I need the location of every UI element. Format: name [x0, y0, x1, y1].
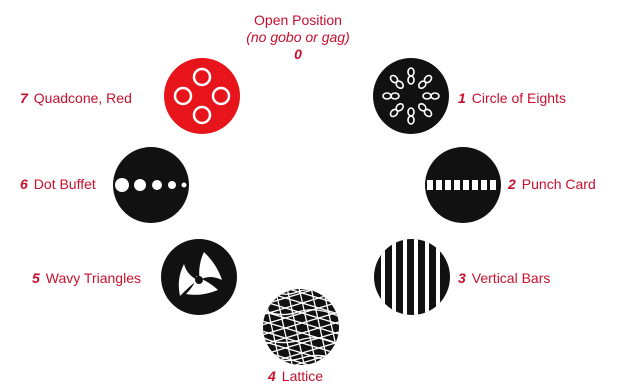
gobo-7-number: 7	[20, 90, 28, 106]
dot-buffet-gobo	[112, 146, 190, 224]
gobo-3-label: 3 Vertical Bars	[458, 270, 550, 286]
gobo-1-number: 1	[458, 90, 466, 106]
open-position-label: Open Position (no gobo or gag) 0	[238, 12, 358, 63]
open-position-number: 0	[238, 46, 358, 63]
gobo-2-label: 2 Punch Card	[508, 176, 596, 192]
gobo-3-number: 3	[458, 270, 466, 286]
wavy-triangles-gobo	[160, 238, 238, 316]
gobo-5-number: 5	[32, 270, 40, 286]
gobo-1-label: 1 Circle of Eights	[458, 90, 566, 106]
vertical-bars-gobo	[373, 238, 451, 316]
gobo-4-label: 4 Lattice	[268, 368, 323, 384]
gobo-3-name: Vertical Bars	[472, 270, 551, 286]
lattice-gobo	[262, 288, 340, 366]
gobo-5-label: 5 Wavy Triangles	[32, 270, 141, 286]
punch-card-gobo	[424, 146, 502, 224]
quadcone-red-gobo	[163, 57, 241, 135]
circle-of-eights-gobo	[372, 57, 450, 135]
open-position-subtitle: (no gobo or gag)	[238, 29, 358, 46]
gobo-2-name: Punch Card	[522, 176, 596, 192]
gobo-4-name: Lattice	[282, 368, 323, 384]
gobo-6-name: Dot Buffet	[34, 176, 96, 192]
gobo-4-number: 4	[268, 368, 276, 384]
gobo-7-name: Quadcone, Red	[34, 90, 132, 106]
gobo-1-name: Circle of Eights	[472, 90, 566, 106]
gobo-6-label: 6 Dot Buffet	[20, 176, 96, 192]
gobo-7-label: 7 Quadcone, Red	[20, 90, 132, 106]
gobo-5-name: Wavy Triangles	[46, 270, 141, 286]
open-position-title: Open Position	[238, 12, 358, 29]
gobo-2-number: 2	[508, 176, 516, 192]
gobo-6-number: 6	[20, 176, 28, 192]
